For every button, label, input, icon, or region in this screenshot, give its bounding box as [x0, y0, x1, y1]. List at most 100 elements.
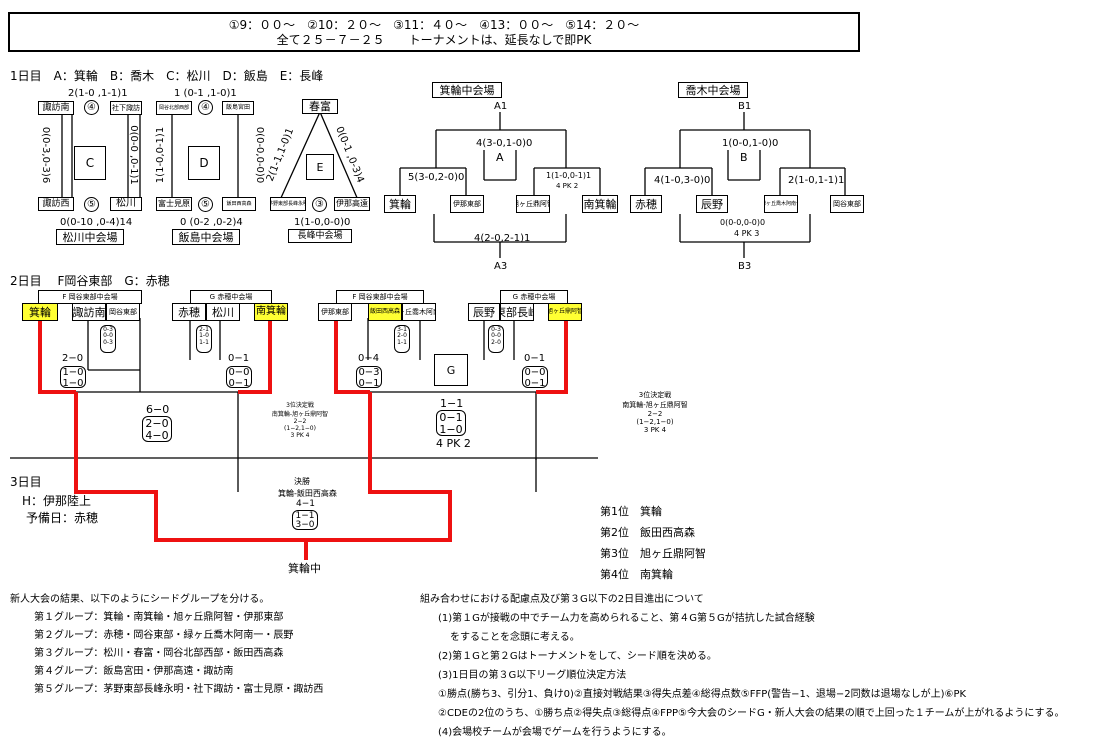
d-team-top-left: 岡谷北部西部	[156, 101, 192, 115]
seed-intro: 新人大会の結果、以下のようにシードグループを分ける。	[10, 594, 270, 605]
a-team-2: 伊那東部	[450, 195, 484, 213]
semi4-scores: 0−0 0−1	[522, 366, 548, 388]
semi3-line-1: 0−3	[358, 367, 380, 378]
semi1-line-1: 1−0	[62, 367, 84, 378]
considerations-notes: 組み合わせにおける配慮点及び第３G以下の2日目進出について (1)第１Gが接戦の…	[420, 590, 1065, 738]
g-center-label: G	[434, 354, 468, 386]
standing-3: 第3位 旭ヶ丘鼎阿智	[600, 545, 706, 561]
g-result-scores: 0−1 1−0	[436, 410, 466, 436]
group1-inner-scores: 0-3 0-0 0-3	[100, 325, 116, 353]
seed-group-4: 第４グループ：飯島宮田・伊那高遠・諏訪南	[34, 666, 234, 677]
group4-inner-3: 2-0	[491, 338, 501, 346]
group2-inner-2: 1-0	[199, 332, 209, 340]
semi4-head: 0−1	[524, 353, 546, 364]
c-team-top-right: 社下諏訪	[110, 101, 142, 115]
group1-team-1: 箕輪	[22, 303, 58, 321]
group2-inner-1: 2-1	[199, 326, 209, 333]
standing-4: 第4位 南箕輪	[600, 566, 706, 582]
group4-inner-scores: 0-3 0-0 2-0	[488, 325, 504, 353]
final-scores: 1−1 3−0	[292, 510, 318, 530]
e-bottom-score: 1(1-0,0-0)0	[294, 217, 351, 228]
third-right-teams: 南箕輪-旭ヶ丘鼎阿智	[622, 401, 688, 409]
consideration-1: (1)第１Gが接戦の中でチーム力を高められること、第４G第５Gが拮抗した試合経験	[438, 613, 815, 624]
g-result-pk: 4 PK 2	[436, 437, 471, 450]
b-team-4: 岡谷東部	[830, 195, 864, 213]
e-team-bottom-left: 茅野東部長峰永明	[270, 197, 306, 211]
a-venue: 箕輪中会場	[432, 82, 502, 98]
semi1-line-2: 1−0	[62, 377, 84, 389]
standing-1-team: 箕輪	[640, 505, 662, 518]
semi2-line-2: 0−1	[228, 377, 250, 389]
d-team-bottom-left: 富士見原	[156, 197, 192, 211]
third-right-score: 2−2	[647, 410, 663, 418]
group3-team-2: 飯田西高森	[368, 303, 402, 321]
seed-group-3: 第３グループ：松川・春富・岡谷北部西部・飯田西高森	[34, 648, 284, 659]
g-result-line-2: 1−0	[439, 422, 463, 436]
b-venue: 喬木中会場	[678, 82, 748, 98]
e-bottom-number: ③	[312, 197, 327, 212]
standing-2-team: 飯田西高森	[640, 526, 695, 539]
third-place-mid: 3位決定戦 南箕輪-旭ヶ丘鼎阿智 2−2 (1−2,1−0) 3 PK 4	[268, 400, 332, 439]
f-result-scores: 2−0 4−0	[142, 416, 172, 442]
a-code-bottom: A3	[494, 261, 508, 272]
standing-4-team: 南箕輪	[640, 568, 673, 581]
d-venue: 飯島中会場	[172, 229, 240, 245]
semi1-scores: 1−0 1−0	[60, 366, 86, 388]
group3-team-3: 緑ヶ丘喬木阿南一	[402, 303, 436, 321]
c-right-score: 0(0-0 ,0-1)1	[128, 125, 139, 185]
standing-2: 第2位 飯田西高森	[600, 524, 706, 540]
d-center-label: D	[188, 146, 220, 180]
g-result-head: 1−1	[440, 397, 464, 410]
semi3-scores: 0−3 0−1	[356, 366, 382, 388]
third-right-title: 3位決定戦	[638, 391, 672, 399]
group1-inner-2: 0-0	[103, 332, 113, 340]
considerations-title: 組み合わせにおける配慮点及び第３G以下の2日目進出について	[420, 594, 704, 605]
b-final-score: 1(0-0,1-0)0	[722, 138, 779, 149]
d-left-score: 1(1-0,0-1)1	[155, 126, 166, 184]
group2-team-2: 松川	[206, 303, 240, 321]
b-left-score: 4(1-0,3-0)0	[654, 175, 711, 186]
standing-1-rank: 第1位	[600, 505, 629, 518]
final-line-1: 1−1	[295, 511, 315, 521]
seed-group-5: 第５グループ：茅野東部長峰永明・社下諏訪・富士見原・諏訪西	[34, 684, 324, 695]
semi3-line-2: 0−1	[358, 377, 380, 389]
c-center-label: C	[74, 146, 106, 180]
semi2-scores: 0−0 0−1	[226, 366, 252, 388]
semi4-line-2: 0−1	[524, 377, 546, 389]
b-team-3: 緑ヶ丘喬木阿南一	[764, 195, 798, 213]
group1-team-2: 諏訪南	[72, 303, 106, 321]
c-top-number: ④	[84, 100, 99, 115]
schedule-times: ①9：００～ ②10：２０～ ③11：４０～ ④13：００～ ⑤14：２０～	[228, 17, 640, 32]
semi4-line-1: 0−0	[524, 367, 546, 378]
seed-notes: 新人大会の結果、以下のようにシードグループを分ける。 第１グループ：箕輪・南箕輪…	[10, 590, 323, 695]
f-result-line-1: 2−0	[145, 417, 169, 430]
final-teams: 箕輪-飯田西高森	[278, 489, 337, 498]
final-score-head: 4−1	[296, 499, 315, 509]
b-team-2: 辰野	[696, 195, 728, 213]
e-center-label: E	[306, 154, 334, 180]
group1-venue: F 岡谷東部中会場	[38, 290, 142, 304]
a-code-top: A1	[494, 101, 508, 112]
c-left-score: 0(0-3,0-3)6	[40, 126, 51, 184]
tournament-sheet: ①9：００～ ②10：２０～ ③11：４０～ ④13：００～ ⑤14：２０～ 全…	[8, 12, 1065, 738]
standings: 第1位 箕輪 第2位 飯田西高森 第3位 旭ヶ丘鼎阿智 第4位 南箕輪	[600, 503, 706, 582]
group4-team-3: 旭ヶ丘鼎阿智	[548, 303, 582, 321]
third-mid-title: 3位決定戦	[286, 402, 314, 409]
e-team-bottom-right: 伊那高遠	[334, 197, 370, 211]
e-venue: 長峰中会場	[288, 229, 352, 243]
consideration-3: (3)1日目の第３G以下リーグ順位決定方法	[438, 670, 627, 681]
group1-inner-3: 0-3	[103, 338, 113, 346]
c-team-bottom-left: 諏訪西	[38, 197, 74, 211]
a-left-score: 5(3-0,2-0)0	[408, 172, 465, 183]
consideration-4: (4)会場校チームが会場でゲームを行うようにする。	[438, 727, 672, 738]
final-venue: 箕輪中	[288, 562, 321, 575]
a-team-1: 箕輪	[384, 195, 416, 213]
third-right-pk: 3 PK 4	[643, 426, 667, 434]
final-title: 決勝	[294, 477, 310, 486]
group1-inner-1: 0-3	[103, 326, 113, 333]
group3-team-1: 伊那東部	[318, 303, 352, 321]
third-mid-teams: 南箕輪-旭ヶ丘鼎阿智	[271, 411, 329, 418]
third-place-right: 3位決定戦 南箕輪-旭ヶ丘鼎阿智 2−2 (1−2,1−0) 3 PK 4	[610, 390, 700, 434]
day3-reserve: 予備日：赤穂	[26, 511, 99, 525]
b-bottom-score: 0(0-0,0-0)0	[720, 218, 766, 227]
